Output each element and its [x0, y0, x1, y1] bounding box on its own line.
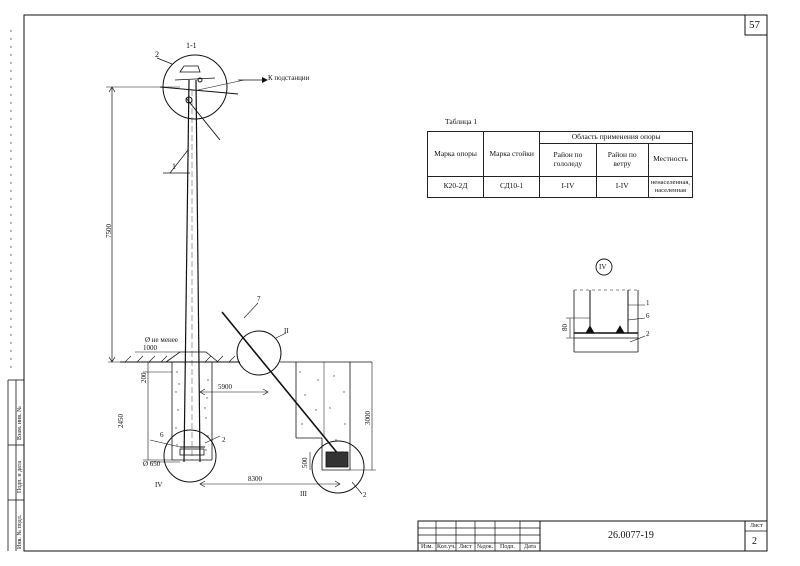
- page-number-box: [744, 14, 768, 36]
- callout-7: 7: [257, 295, 261, 303]
- table-caption: Таблица 1: [445, 117, 478, 126]
- detail-callout-6: 6: [646, 312, 650, 320]
- title-col-4: №док.: [477, 544, 494, 550]
- title-col-2: Кол.уч.: [437, 544, 456, 550]
- col-support-header: Марка опоры: [426, 131, 485, 177]
- title-col-1: Изм.: [421, 544, 433, 550]
- dimension-5900: 5900: [218, 383, 232, 391]
- height-dimension: 7500: [105, 224, 113, 238]
- title-col-6: Дата: [524, 544, 536, 550]
- dimension-500: 500: [301, 457, 309, 469]
- cell-wind: I-IV: [595, 175, 649, 198]
- callout-2-pole: 2: [222, 436, 226, 444]
- callout-1: 1: [172, 162, 176, 171]
- sheet-number: 2: [752, 536, 757, 547]
- sheet-label: Лист: [750, 523, 763, 529]
- title-col-5: Подп.: [500, 544, 515, 550]
- sub-place-header: Местность: [647, 142, 694, 177]
- dimension-200: 200: [140, 372, 148, 384]
- stamp-signature: Подп. и дата: [17, 460, 23, 493]
- col-rack-header: Марка стойки: [483, 131, 541, 177]
- view-III: III: [300, 490, 307, 498]
- dimension-2450: 2450: [117, 414, 125, 428]
- detail-dimension-80: 80: [561, 324, 569, 331]
- stamp-replace: Взам. инв. №: [17, 406, 23, 440]
- stamp-inventory: Инв. № подл.: [17, 514, 23, 549]
- cell-support: К20-2Д: [426, 175, 485, 198]
- application-table: Марка опоры Марка стойки Область примене…: [426, 131, 694, 198]
- cell-ice: I-IV: [539, 175, 597, 198]
- diameter-note-line2: 1000: [143, 344, 157, 352]
- page-number: 57: [749, 19, 760, 31]
- dimension-8300: 8300: [248, 475, 262, 483]
- sheet-frame: [23, 14, 768, 552]
- detail-callout-1: 1: [646, 299, 650, 307]
- section-label: 1-1: [186, 41, 197, 50]
- sub-ice-header: Район по гололеду: [539, 142, 597, 177]
- title-col-3: Лист: [459, 544, 472, 550]
- cell-place: ненаселенная, населенная: [647, 175, 694, 198]
- table-row: К20-2Д СД10-1 I-IV I-IV ненаселенная, на…: [426, 175, 694, 198]
- detail-iv-title: IV: [599, 263, 607, 271]
- diameter-note-line1: Ø не менее: [145, 336, 178, 344]
- dimension-650: Ø 650: [143, 460, 161, 468]
- callout-2-anchor: 2: [363, 491, 367, 499]
- view-IV: IV: [155, 481, 163, 489]
- to-substation-label: К подстанции: [268, 74, 310, 82]
- col-area-header: Область применения опоры: [539, 131, 693, 144]
- view-II: II: [284, 327, 289, 335]
- detail-callout-2: 2: [646, 330, 650, 338]
- title-block: [417, 520, 768, 552]
- document-code: 26.0077-19: [608, 530, 654, 541]
- callout-2-top: 2: [155, 50, 159, 59]
- cell-rack: СД10-1: [483, 175, 541, 198]
- sub-wind-header: Район по ветру: [595, 142, 649, 177]
- callout-6: 6: [160, 431, 164, 439]
- dimension-3000: 3000: [364, 411, 372, 425]
